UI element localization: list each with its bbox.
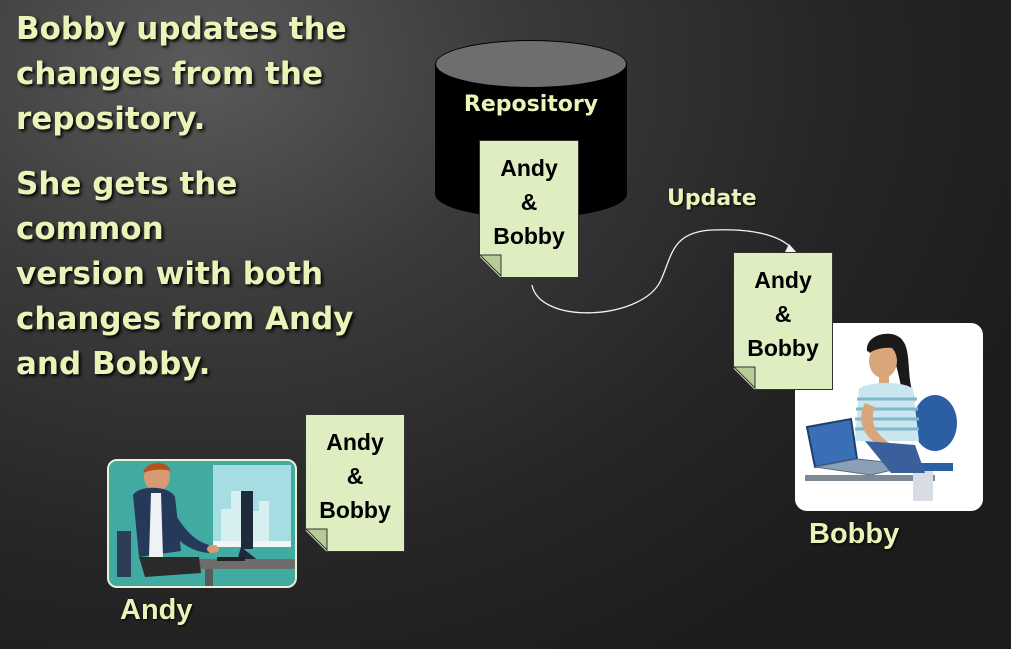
- doc-line-3: Bobby: [747, 335, 819, 361]
- repository-label: Repository: [463, 92, 599, 117]
- doc-line-1: Andy: [500, 155, 558, 181]
- doc-line-1: Andy: [754, 267, 812, 293]
- bobby-picture: [795, 323, 983, 511]
- bobby-document-text: Andy & Bobby: [734, 263, 832, 365]
- paragraph-common-version: She gets the common version with both ch…: [16, 166, 354, 382]
- bobby-document: Andy & Bobby: [733, 252, 833, 390]
- document-fold-icon: [733, 366, 756, 390]
- andy-name-label: Andy: [120, 594, 193, 626]
- document-fold-icon: [479, 254, 502, 278]
- paragraph-bobby-updates: Bobby updates the changes from the repos…: [16, 11, 347, 137]
- document-fold-icon: [305, 528, 328, 552]
- repository-document-text: Andy & Bobby: [480, 151, 578, 253]
- man-at-computer-icon: [109, 461, 295, 586]
- repository-cylinder: Repository: [435, 40, 627, 218]
- cylinder-top: [435, 40, 627, 88]
- doc-line-1: Andy: [326, 429, 384, 455]
- update-label: Update: [667, 186, 757, 211]
- woman-at-laptop-icon: [805, 333, 957, 501]
- andy-picture: [107, 459, 297, 588]
- bobby-name-label: Bobby: [809, 518, 900, 550]
- doc-line-3: Bobby: [493, 223, 565, 249]
- doc-line-2: &: [774, 301, 792, 327]
- andy-document-text: Andy & Bobby: [306, 425, 404, 527]
- doc-line-2: &: [520, 189, 538, 215]
- doc-line-3: Bobby: [319, 497, 391, 523]
- doc-line-2: &: [346, 463, 364, 489]
